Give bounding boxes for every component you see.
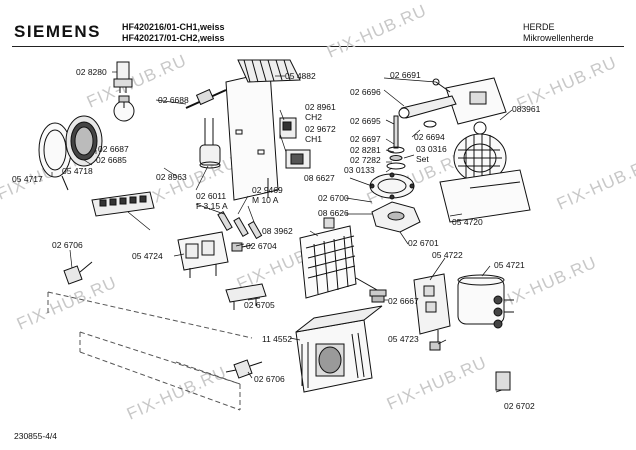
part-label: 02 6695	[350, 116, 381, 126]
part-label: 02 6702	[504, 401, 535, 411]
capacitor-drawing	[457, 274, 514, 329]
model-line-2: HF420217/01-CH2,weiss	[122, 33, 225, 43]
subcategory-label: Mikrowellenherde	[523, 33, 594, 43]
part-label: 02 8281	[350, 145, 381, 155]
magnetron-drawing	[299, 217, 387, 299]
part-label: 02 6696	[350, 87, 381, 97]
part-label: 02 6694	[414, 132, 445, 142]
terminal-strip-drawing	[91, 191, 155, 217]
part-label: 02 7282	[350, 155, 381, 165]
bracket-drawing	[225, 283, 267, 310]
part-label: Set	[416, 154, 429, 164]
hv-transformer-drawing	[295, 305, 383, 393]
cooling-fan-drawing	[439, 133, 531, 223]
part-label: 05 4717	[12, 174, 43, 184]
thermal-cutout-drawing	[371, 295, 385, 303]
part-label: 05 4722	[432, 250, 463, 260]
model-line-1: HF420216/01-CH1,weiss	[122, 22, 225, 32]
part-label: 05 4882	[285, 71, 316, 81]
watermark-text: FIX-HUB.RU	[554, 153, 636, 214]
leader-lines	[51, 71, 513, 393]
relay-block-drawing	[177, 231, 229, 278]
part-labels: 02 8280 02 6688 05 4882 02 6691 02 6696 …	[12, 67, 541, 411]
door-latch-drawing	[495, 371, 511, 391]
part-label: 03 0133	[344, 165, 375, 175]
part-label: 02 8963	[156, 172, 187, 182]
microswitch-drawing	[279, 117, 297, 139]
document-number: 230855-4/4	[14, 431, 58, 441]
watermark-text: FIX-HUB.RU	[384, 353, 490, 414]
turntable-motor-drawing	[398, 77, 507, 135]
category-label: HERDE	[523, 22, 555, 32]
part-label: 02 6691	[390, 70, 421, 80]
turntable-coupler-drawing	[371, 201, 421, 233]
part-label: 02 6701	[408, 238, 439, 248]
part-label: CH2	[305, 112, 322, 122]
part-label: 05 4723	[388, 334, 419, 344]
lamp-socket-drawing	[113, 61, 133, 93]
part-label: 083961	[512, 104, 541, 114]
relay-switch-drawing	[285, 149, 311, 169]
door-hook-switch-drawing	[63, 261, 93, 285]
interlock-switch-drawing	[225, 359, 263, 379]
part-label: 02 6688	[158, 95, 189, 105]
part-label: 02 9672	[305, 124, 336, 134]
choke-coil-drawing	[199, 118, 221, 169]
watermark-text: FIX-HUB.RU	[14, 273, 120, 334]
connector-drawing	[231, 242, 253, 252]
part-label: 02 6706	[254, 374, 285, 384]
watermark-text: FIX-HUB.RU	[324, 1, 430, 62]
part-label: 05 4720	[452, 217, 483, 227]
part-label: 02 6704	[246, 241, 277, 251]
part-label: 02 6700	[318, 193, 349, 203]
part-label: 02 6667	[388, 296, 419, 306]
part-label: M 10 A	[252, 195, 279, 205]
part-label: 05 4718	[62, 166, 93, 176]
part-label: 02 6011	[196, 191, 226, 201]
part-label: 05 4724	[132, 251, 163, 261]
part-label: 02 6685	[96, 155, 127, 165]
brand-logo: SIEMENS	[14, 22, 102, 41]
shaft-coupling-drawing	[386, 115, 406, 170]
mounting-plate-drawing	[225, 59, 301, 201]
part-label: 03 0316	[416, 144, 447, 154]
lamp-bulb-drawing	[113, 95, 135, 122]
cabinet-outline-drawing	[47, 291, 253, 411]
resistor-drawing	[185, 88, 227, 109]
roller-ring-drawing	[369, 172, 415, 200]
part-label: CH1	[305, 134, 322, 144]
watermark-text: FIX-HUB.RU	[124, 363, 230, 424]
fuse-holder-drawing	[217, 211, 263, 240]
lamp-cover-drawing	[38, 115, 103, 191]
part-label: 08 6626	[318, 208, 349, 218]
header-rule	[12, 46, 624, 47]
part-label: 08 3962	[262, 226, 293, 236]
part-label: F 3,15 A	[196, 201, 228, 211]
part-label: 02 6706	[52, 240, 83, 250]
part-drawings	[38, 59, 531, 411]
part-label: 02 6687	[98, 144, 129, 154]
part-label: 02 8280	[76, 67, 107, 77]
part-label: 08 6627	[304, 173, 335, 183]
part-label: 02 9469	[252, 185, 283, 195]
part-label: 02 8961	[305, 102, 336, 112]
part-label: 02 6697	[350, 134, 381, 144]
part-label: 05 4721	[494, 260, 525, 270]
door-switch-assembly-drawing	[413, 273, 451, 351]
part-label: 11 4552	[262, 334, 292, 344]
part-label: 02 6705	[244, 300, 275, 310]
